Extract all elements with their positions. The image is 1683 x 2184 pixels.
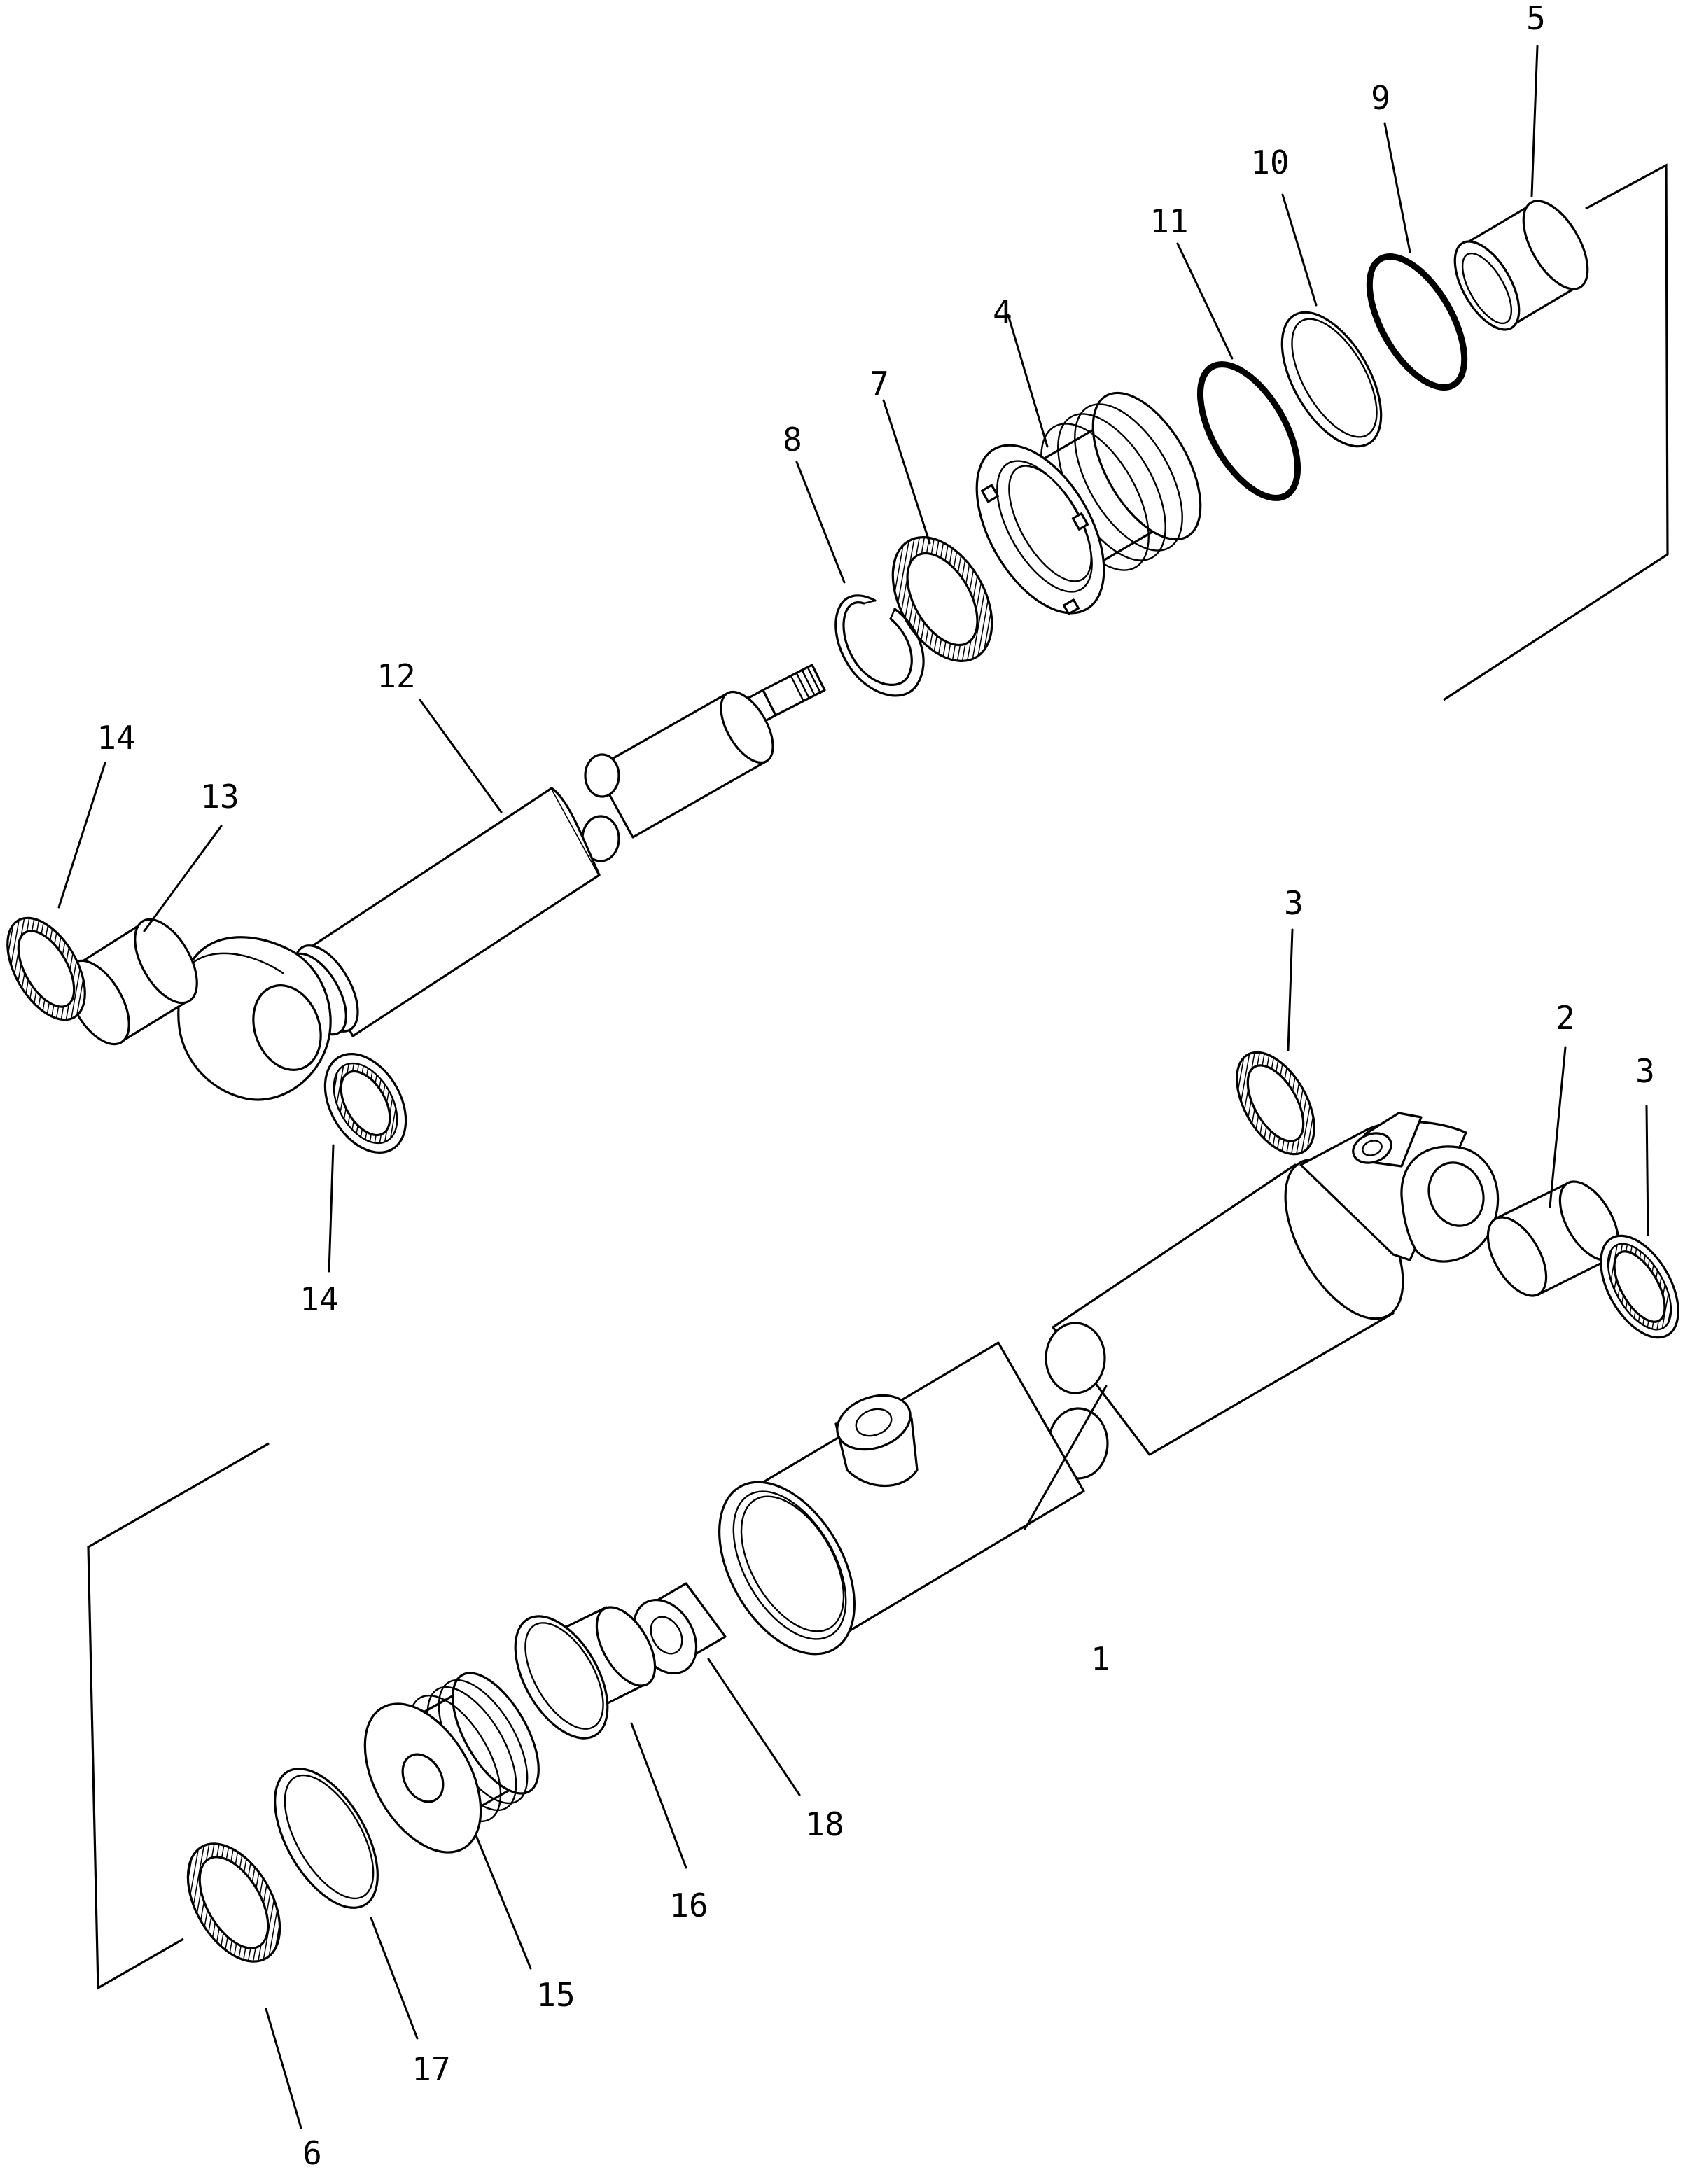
o-ring-part-11 xyxy=(1196,361,1301,501)
dust-seal-part-14-top xyxy=(6,916,86,1021)
callout-18: 18 xyxy=(805,1805,844,1843)
callout-9: 9 xyxy=(1371,79,1390,117)
callout-15: 15 xyxy=(536,1976,575,2014)
callout-2: 2 xyxy=(1556,999,1575,1037)
callout-5: 5 xyxy=(1526,0,1546,37)
dust-seal-part-3-right xyxy=(1600,1234,1679,1339)
callout-16: 16 xyxy=(669,1886,708,1924)
callout-12: 12 xyxy=(377,657,415,695)
bushing-part-5 xyxy=(1453,200,1589,331)
wear-ring-part-7 xyxy=(891,536,993,662)
callout-14-top: 14 xyxy=(97,719,135,757)
backup-ring-part-10 xyxy=(1280,311,1383,448)
callout-13: 13 xyxy=(200,778,239,816)
dust-seal-part-14-bottom xyxy=(323,1052,407,1154)
wear-ring-part-6 xyxy=(186,1842,281,1963)
callout-8: 8 xyxy=(783,421,802,458)
assembly-bracket-upper xyxy=(1443,163,1669,701)
dust-seal-part-3-upper xyxy=(1236,1051,1315,1156)
snap-ring-part-8 xyxy=(834,594,925,697)
callout-numbers: 1 2 3 3 4 5 6 7 8 9 10 11 12 13 14 14 15… xyxy=(97,0,1655,2172)
piston-rod-part-12 xyxy=(177,664,826,1101)
cylinder-head-part-4 xyxy=(975,391,1202,615)
callout-14-bottom: 14 xyxy=(300,1280,338,1318)
callout-7: 7 xyxy=(870,365,889,402)
callout-1: 1 xyxy=(1091,1640,1110,1678)
bushing-part-13 xyxy=(66,918,198,1046)
ring-part-16 xyxy=(514,1606,657,1740)
callout-17: 17 xyxy=(412,2050,450,2088)
callout-10: 10 xyxy=(1250,144,1289,181)
leader-lines xyxy=(57,45,1649,2129)
callout-3-upper: 3 xyxy=(1284,884,1304,922)
assembly-bracket-lower xyxy=(87,1442,270,1990)
callout-3-right: 3 xyxy=(1635,1052,1655,1090)
o-ring-part-9 xyxy=(1366,253,1468,391)
cylinder-tube-part-1 xyxy=(718,1112,1500,1656)
callout-4: 4 xyxy=(993,293,1012,331)
callout-6: 6 xyxy=(302,2134,322,2172)
backup-ring-part-17 xyxy=(274,1768,379,1909)
bushing-part-2 xyxy=(1486,1180,1620,1297)
callout-11: 11 xyxy=(1150,202,1188,240)
piston-part-15 xyxy=(363,1672,540,1854)
